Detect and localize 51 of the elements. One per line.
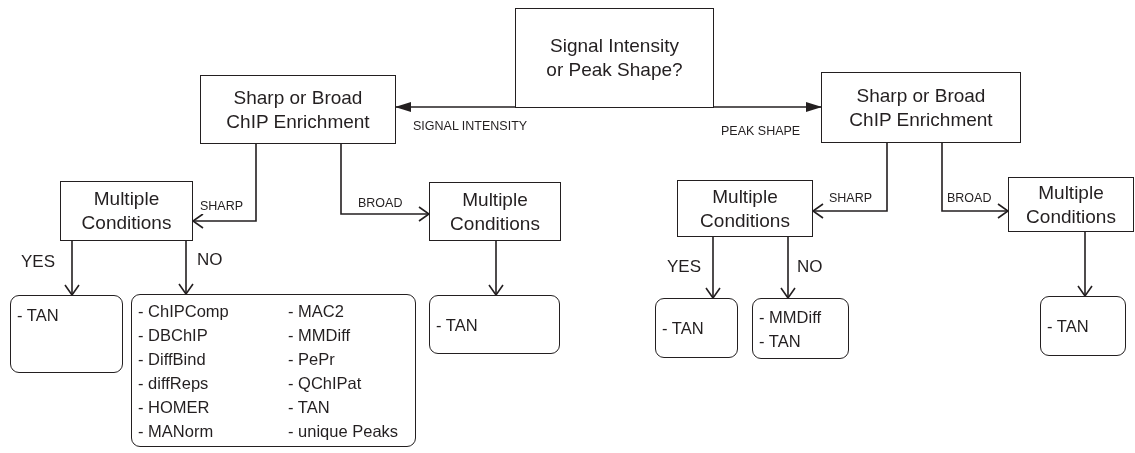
list-item: - PePr — [288, 348, 336, 370]
list-item: - diffReps — [138, 372, 210, 394]
decision-box — [677, 180, 813, 237]
list-item: - TAN — [17, 305, 59, 326]
arrow — [812, 142, 888, 219]
list-item: - TAN — [759, 330, 802, 352]
list-item: - MANorm — [138, 420, 215, 442]
list-item: - unique Peaks — [288, 420, 400, 442]
question-text: Multiple Conditions — [1025, 180, 1117, 229]
question-text: Signal Intensity or Peak Shape? — [545, 34, 684, 82]
arrow — [395, 102, 516, 112]
result-box — [131, 294, 416, 447]
arrow — [192, 143, 257, 229]
list-item: - TAN — [1047, 316, 1089, 337]
list-item: - QChIPat — [288, 372, 363, 394]
list-item: - ChIPComp — [138, 300, 230, 322]
arrow — [941, 142, 1009, 219]
question-text: Multiple Conditions — [449, 187, 541, 236]
result-box — [655, 298, 738, 358]
list-item: - MAC2 — [288, 300, 345, 322]
arrow — [340, 143, 430, 222]
decision-box — [821, 72, 1021, 143]
decision-box — [60, 181, 193, 241]
decision-box — [1008, 177, 1134, 232]
list-item: - TAN — [288, 396, 331, 418]
decision-box — [200, 75, 396, 144]
question-text: Multiple Conditions — [80, 187, 173, 235]
arrow — [488, 240, 504, 296]
arrow — [1077, 231, 1093, 297]
arrow — [64, 240, 80, 296]
result-box — [752, 298, 849, 359]
arrow — [705, 236, 721, 299]
result-box — [1040, 296, 1126, 356]
list-item: - TAN — [436, 314, 478, 336]
arrow — [713, 102, 822, 112]
list-item: - MMDiff — [759, 306, 822, 328]
question-text: Sharp or Broad ChIP Enrichment — [225, 85, 371, 134]
list-item: - TAN — [662, 318, 704, 339]
list-item: - DiffBind — [138, 348, 207, 370]
list-item: - HOMER — [138, 396, 211, 418]
result-box — [429, 295, 560, 354]
result-box — [10, 295, 123, 373]
question-text: Multiple Conditions — [699, 184, 791, 233]
edge-label: SHARP — [199, 199, 245, 214]
arrow — [780, 236, 796, 299]
list-item: - DBChIP — [138, 324, 209, 346]
arrow — [178, 240, 194, 295]
decision-box — [515, 8, 714, 108]
list-item: - MMDiff — [288, 324, 352, 346]
decision-box — [429, 182, 561, 241]
question-text: Sharp or Broad ChIP Enrichment — [848, 83, 994, 132]
